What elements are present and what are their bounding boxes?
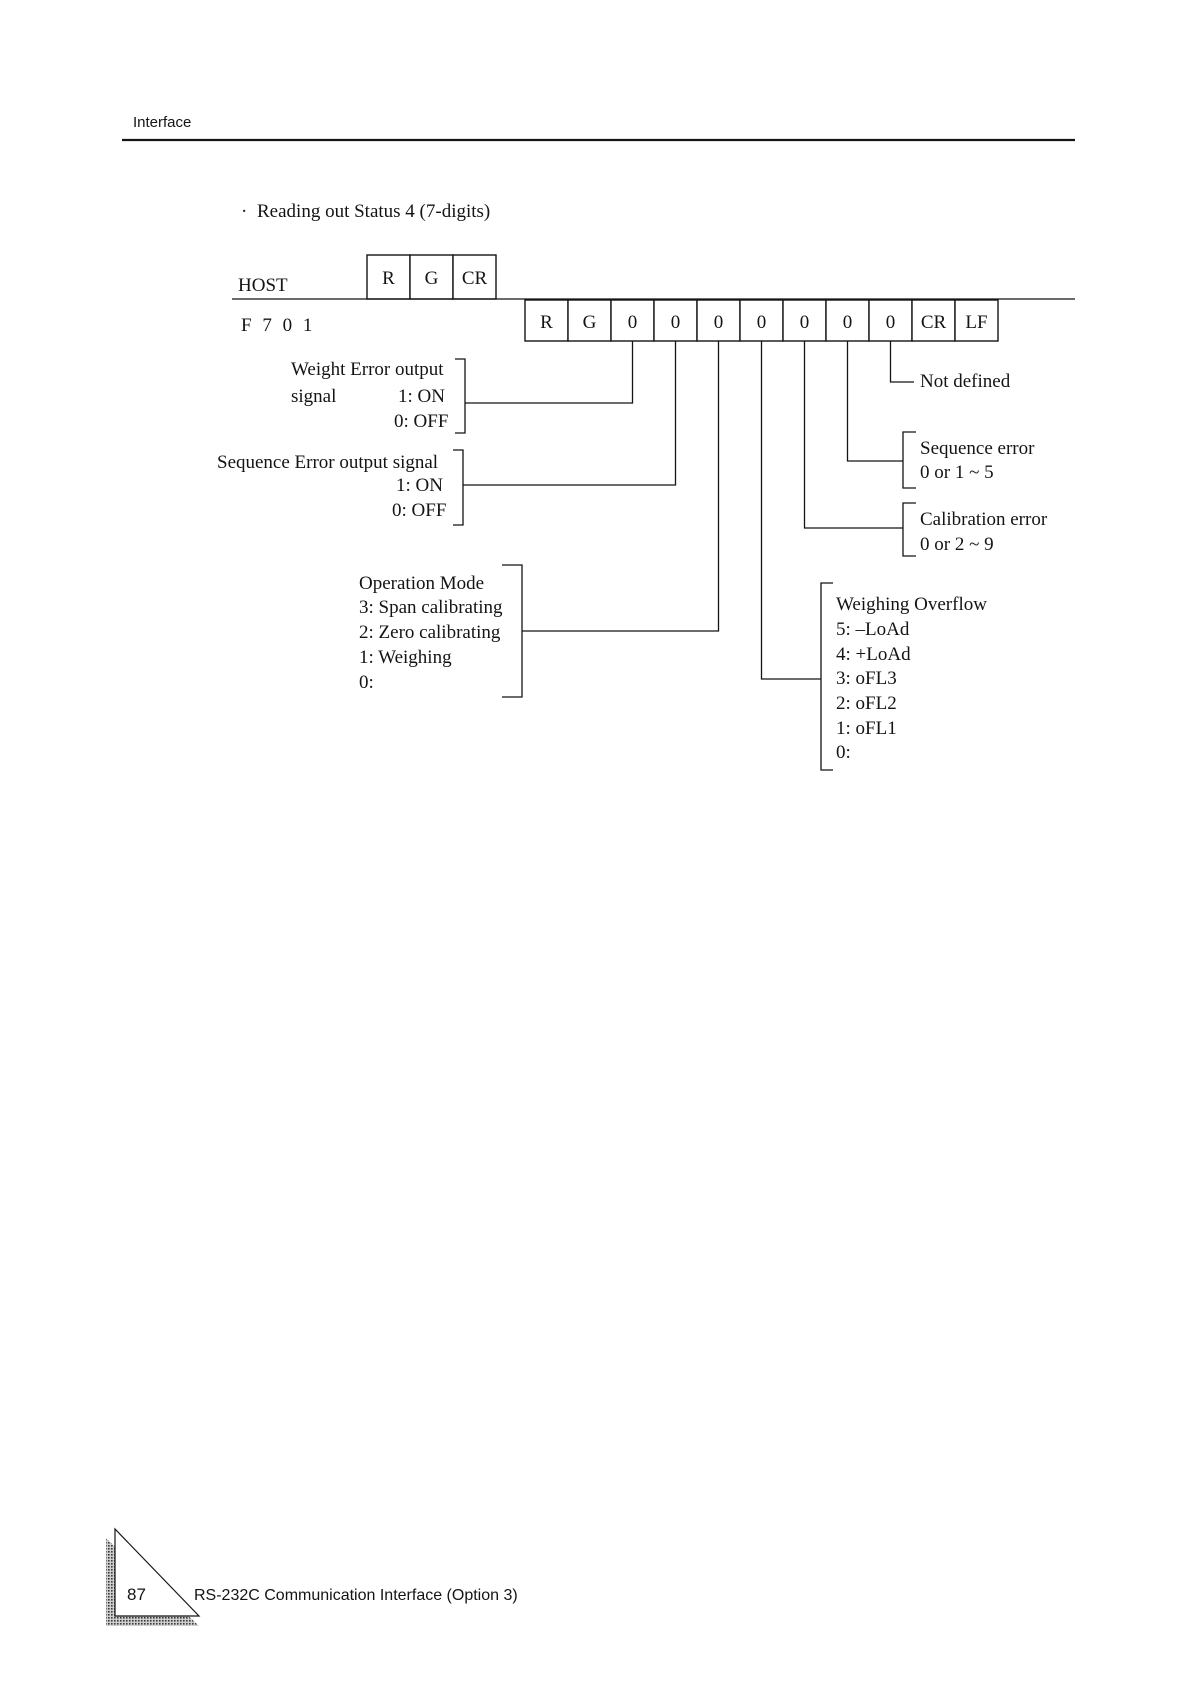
status-digit-3-cell: 0 <box>696 299 741 342</box>
footer-title: RS-232C Communication Interface (Option … <box>194 1587 518 1604</box>
weight-error-output-on: 1: ON <box>398 386 445 407</box>
bracket <box>902 431 916 489</box>
status-digit-4-cell: 0 <box>739 299 784 342</box>
connector-weighing-overflow <box>760 341 821 680</box>
weight-error-output-title: Weight Error output <box>291 359 444 380</box>
cell-label: 0 <box>843 312 853 333</box>
operation-mode-value: 3: Span calibrating <box>359 597 503 618</box>
sequence-error-output-on: 1: ON <box>396 475 443 496</box>
cell-box <box>653 299 698 342</box>
corner-triangle <box>114 1527 201 1617</box>
status-digit-6-cell: 0 <box>825 299 870 342</box>
cell-box <box>954 299 999 342</box>
section-title: Reading out Status 4 (7-digits) <box>257 201 490 222</box>
cell-label: G <box>583 312 597 333</box>
connector-calibration-error <box>803 341 903 529</box>
calibration-error-title: Calibration error <box>920 509 1048 530</box>
cell-label: CR <box>921 312 947 333</box>
sequence-error-title: Sequence error <box>920 438 1035 459</box>
not-defined-label: Not defined <box>920 371 1011 392</box>
bracket <box>453 449 464 526</box>
device-cell-cr: CR <box>911 299 956 342</box>
weighing-overflow-value: 5: –LoAd <box>836 619 910 640</box>
host-label: HOST <box>238 275 288 296</box>
cell-label: R <box>540 312 553 333</box>
footer-corner-graphic <box>106 1527 201 1626</box>
cell-label: G <box>425 268 439 289</box>
cell-box <box>524 299 569 342</box>
cell-box <box>610 299 655 342</box>
cell-label: 0 <box>757 312 767 333</box>
sequence-error-output-off: 0: OFF <box>392 500 446 521</box>
sequence-error-range: 0 or 1 ~ 5 <box>920 462 994 483</box>
status-digit-7-cell: 0 <box>868 299 913 342</box>
cell-label: 0 <box>628 312 638 333</box>
section-bullet: · <box>241 201 247 222</box>
weight-error-output-title-line2: signal <box>291 386 336 407</box>
calibration-error-block: Calibration error 0 or 2 ~ 9 <box>902 502 1048 557</box>
weight-error-output-off: 0: OFF <box>394 411 448 432</box>
weight-error-output-block: Weight Error output signal 1: ON 0: OFF <box>291 358 466 434</box>
host-cell-cr: CR <box>452 254 497 300</box>
host-cell-g: G <box>409 254 454 300</box>
operation-mode-value: 0: <box>359 672 374 693</box>
host-cell-r: R <box>366 254 411 300</box>
weighing-overflow-value: 2: oFL2 <box>836 693 897 714</box>
cell-box <box>409 254 454 300</box>
operation-mode-value: 1: Weighing <box>359 647 452 668</box>
status-digit-1-cell: 0 <box>610 299 655 342</box>
sequence-error-block: Sequence error 0 or 1 ~ 5 <box>902 431 1035 489</box>
cell-label: CR <box>462 268 488 289</box>
device-cell-g: G <box>567 299 612 342</box>
weighing-overflow-block: Weighing Overflow 5: –LoAd 4: +LoAd 3: o… <box>820 582 987 771</box>
weighing-overflow-value: 3: oFL3 <box>836 668 897 689</box>
bracket <box>820 582 833 771</box>
cell-label: 0 <box>671 312 681 333</box>
bracket <box>902 502 916 557</box>
sequence-error-output-title: Sequence Error output signal <box>217 452 438 473</box>
calibration-error-range: 0 or 2 ~ 9 <box>920 534 994 555</box>
page-number: 87 <box>127 1585 146 1604</box>
bracket <box>455 358 466 434</box>
cell-label: LF <box>965 312 987 333</box>
connector-weight-error-output <box>465 341 634 404</box>
weighing-overflow-value: 1: oFL1 <box>836 718 897 739</box>
operation-mode-title: Operation Mode <box>359 573 484 594</box>
device-label: F 7 0 1 <box>241 315 315 336</box>
page-header-title: Interface <box>133 114 191 131</box>
cell-label: 0 <box>714 312 724 333</box>
connector-sequence-error-output <box>463 341 677 486</box>
status-digit-5-cell: 0 <box>782 299 827 342</box>
device-cell-r: R <box>524 299 569 342</box>
connector-operation-mode <box>522 341 720 632</box>
cell-label: 0 <box>800 312 810 333</box>
cell-box <box>868 299 913 342</box>
operation-mode-value: 2: Zero calibrating <box>359 622 501 643</box>
weighing-overflow-title: Weighing Overflow <box>836 594 987 615</box>
cell-label: 0 <box>886 312 896 333</box>
bracket <box>502 564 523 698</box>
operation-mode-block: Operation Mode 3: Span calibrating 2: Ze… <box>359 564 523 698</box>
status-digit-2-cell: 0 <box>653 299 698 342</box>
cell-label: R <box>382 268 395 289</box>
connector-not-defined <box>889 341 914 383</box>
sequence-error-output-block: Sequence Error output signal 1: ON 0: OF… <box>217 449 464 526</box>
connector-sequence-error <box>846 341 903 462</box>
weighing-overflow-value: 4: +LoAd <box>836 644 911 665</box>
device-cell-lf: LF <box>954 299 999 342</box>
weighing-overflow-value: 0: <box>836 742 851 763</box>
